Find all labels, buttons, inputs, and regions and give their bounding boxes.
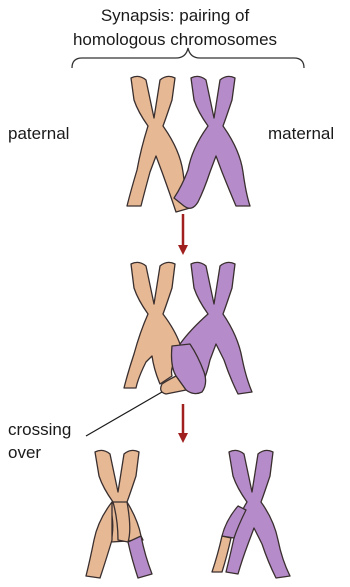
title-brace xyxy=(72,48,304,68)
crossing-over-pointer xyxy=(86,392,162,436)
maternal-label: maternal xyxy=(268,124,334,144)
crossing-over-label-line-1: crossing xyxy=(8,420,71,440)
stage-crossing-over xyxy=(124,262,252,394)
maternal-chromosome xyxy=(174,76,250,208)
paternal-chromosome xyxy=(124,262,180,388)
diagram-title-line-2: homologous chromosomes xyxy=(0,30,350,50)
paternal-label: paternal xyxy=(8,124,69,144)
stage-recombinant xyxy=(86,450,290,578)
recombinant-paternal-lower-arm xyxy=(86,502,112,578)
crossing-over-label-line-2: over xyxy=(8,443,41,463)
stage-synapsis xyxy=(127,76,250,212)
diagram-title-line-1: Synapsis: pairing of xyxy=(0,6,350,26)
recombinant-paternal-maternal-tip xyxy=(128,536,152,578)
